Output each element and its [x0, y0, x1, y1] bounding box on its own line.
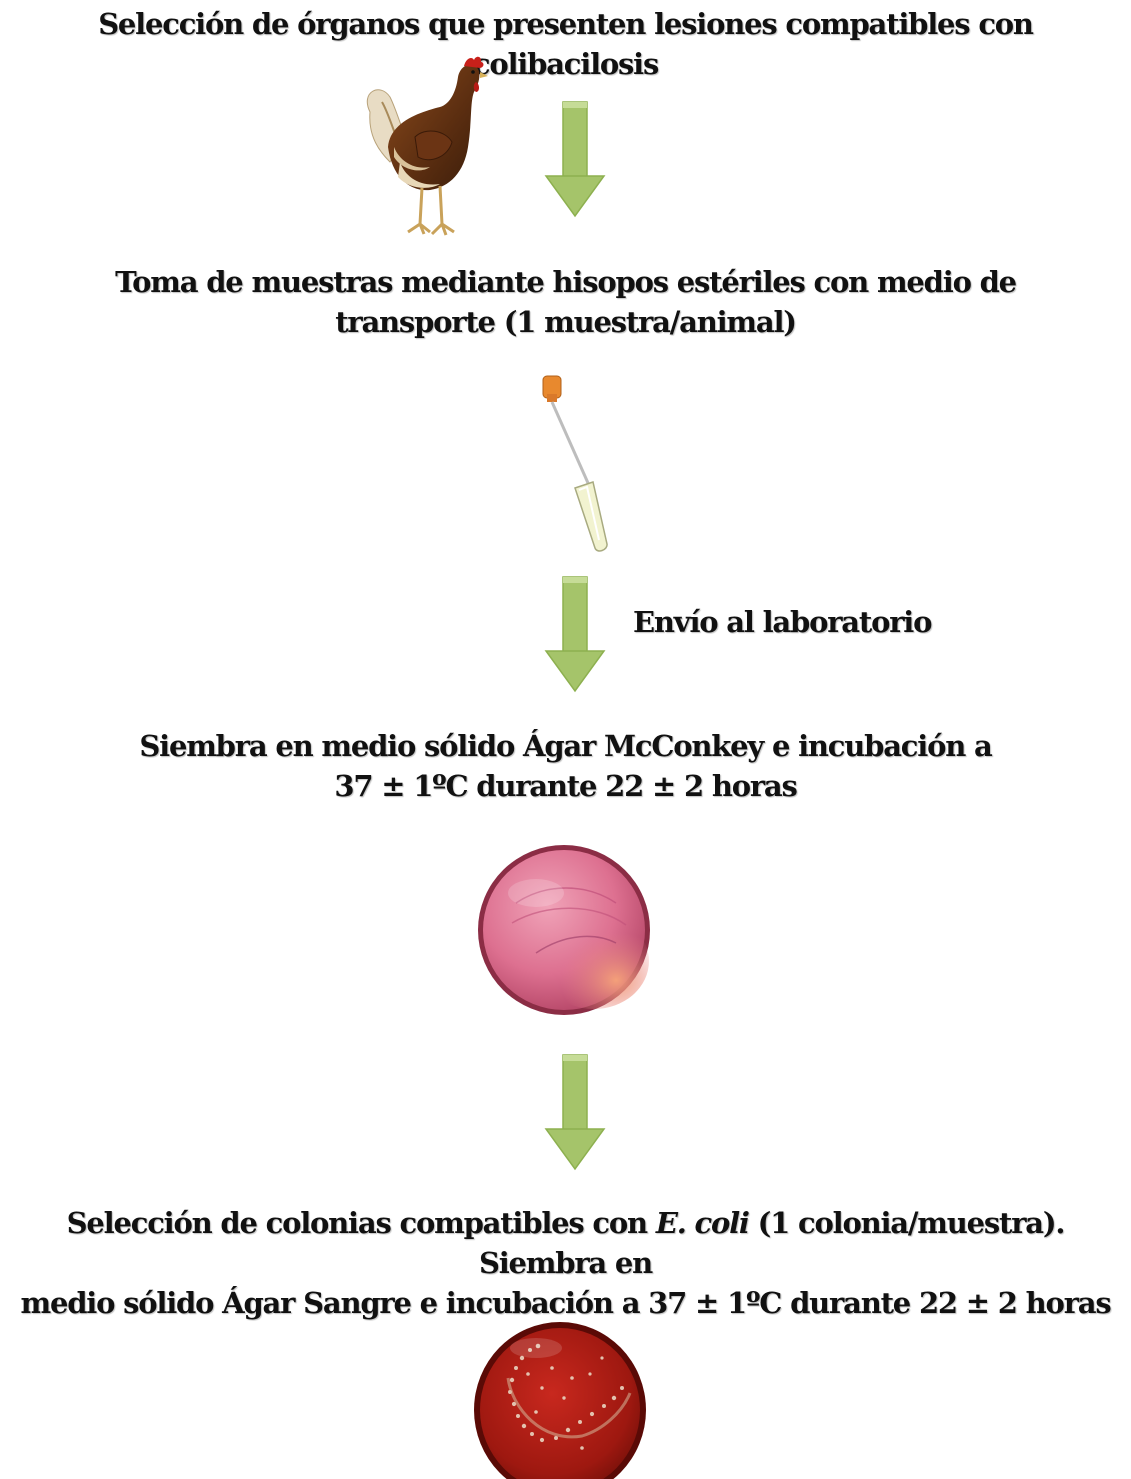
step-3-text: Siembra en medio sólido Ágar McConkey e … — [0, 726, 1131, 806]
blood-agar-plate-icon — [474, 1322, 646, 1479]
down-arrow-icon — [544, 101, 606, 218]
swab-icon — [542, 375, 608, 552]
species-name: E. coli — [655, 1206, 750, 1240]
step-4-text: Selección de colonias compatibles con E.… — [0, 1203, 1131, 1323]
down-arrow-icon — [544, 576, 606, 693]
step-4-line-1: Selección de colonias compatibles con E.… — [0, 1203, 1131, 1283]
step-2-line-2: transporte (1 muestra/animal) — [335, 305, 797, 339]
step-4-line-1-post: (1 colonia/muestra). Siembra en — [478, 1206, 1066, 1280]
down-arrow-icon — [544, 1054, 606, 1171]
step-1-line-1: Selección de órganos que presenten lesio… — [98, 7, 1034, 41]
mcconkey-plate-icon — [478, 845, 650, 1015]
step-1-text: Selección de órganos que presenten lesio… — [0, 4, 1131, 84]
hen-icon — [367, 56, 488, 236]
step-3-line-2: 37 ± 1ºC durante 22 ± 2 horas — [334, 769, 798, 803]
step-3-line-1: Siembra en medio sólido Ágar McConkey e … — [139, 729, 992, 763]
step-4-line-2: medio sólido Ágar Sangre e incubación a … — [20, 1286, 1111, 1320]
shipping-label: Envío al laboratorio — [633, 605, 932, 639]
step-4-line-1-pre: Selección de colonias compatibles con — [66, 1206, 656, 1240]
step-2-line-1: Toma de muestras mediante hisopos estéri… — [115, 265, 1017, 299]
step-1-line-2: colibacilosis — [472, 47, 659, 81]
step-2-text: Toma de muestras mediante hisopos estéri… — [0, 262, 1131, 342]
